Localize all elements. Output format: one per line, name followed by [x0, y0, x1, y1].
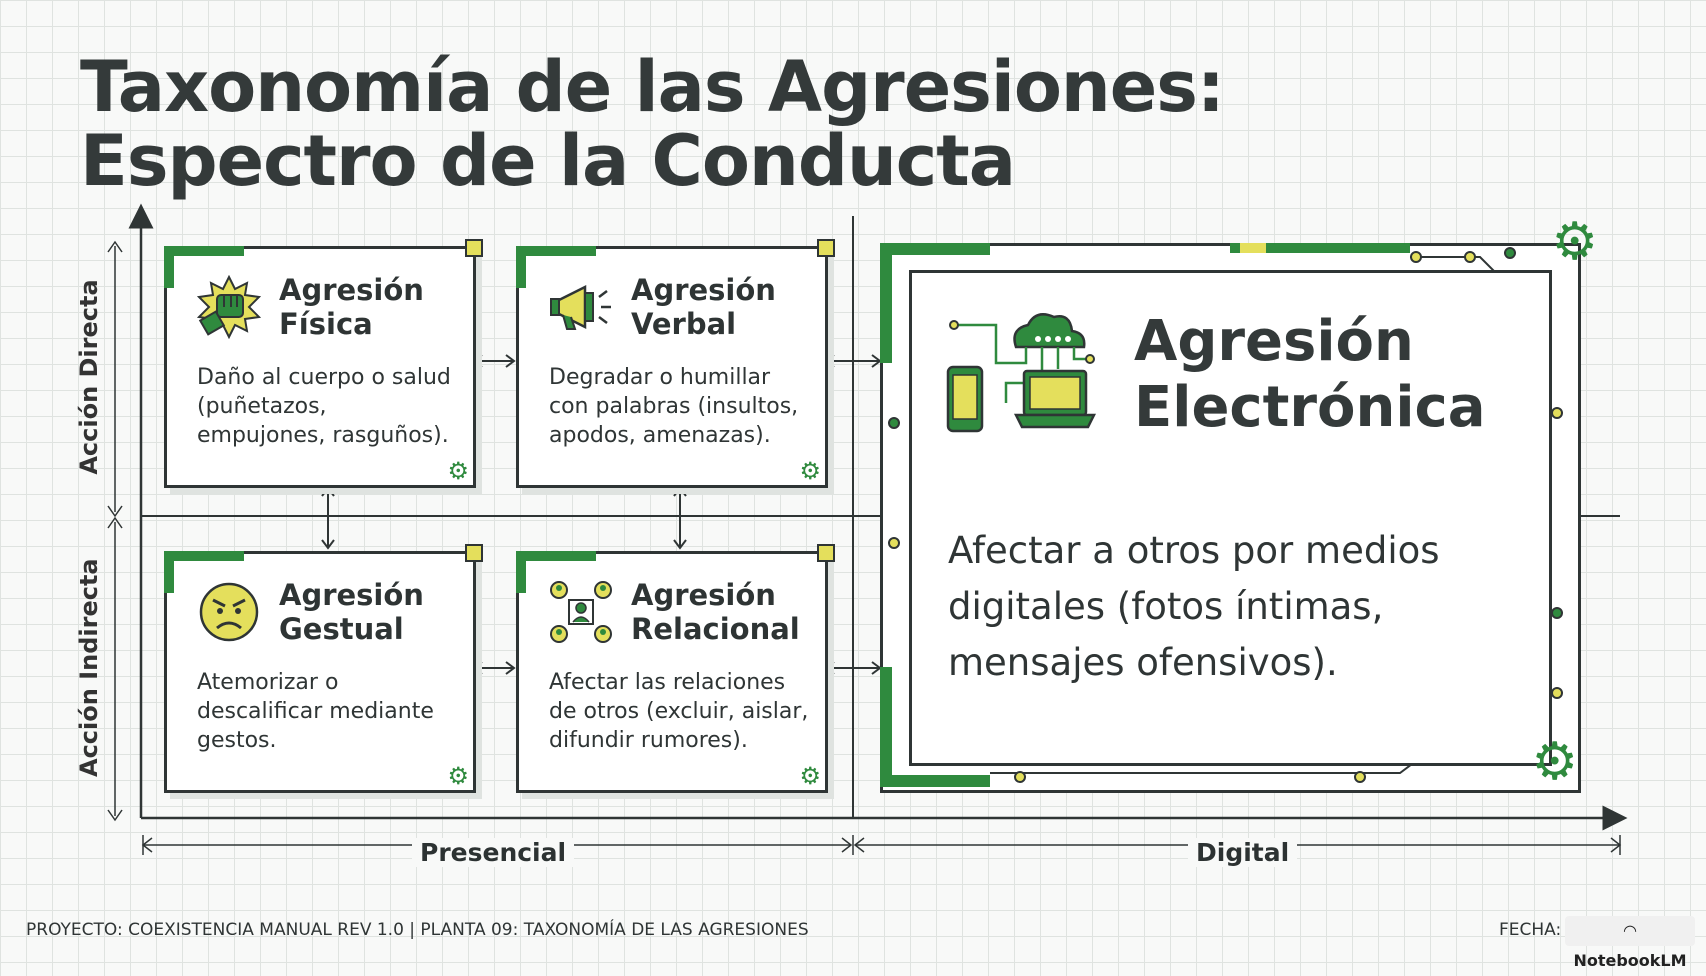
- footer-project-info: PROYECTO: COEXISTENCIA MANUAL REV 1.0 | …: [26, 920, 809, 940]
- card-title: Agresión Gestual: [279, 578, 424, 646]
- devices-cloud-icon: [946, 313, 1096, 433]
- gear-icon: ⚙: [799, 457, 821, 485]
- notebooklm-badge: ◠ NotebookLM: [1565, 916, 1695, 970]
- network-people-icon: [550, 581, 612, 643]
- badge-label: NotebookLM: [1573, 951, 1687, 970]
- card-description: Degradar o humillar con palabras (insult…: [549, 365, 799, 448]
- card-agresion-gestual: Agresión Gestual Atemorizar o descalific…: [164, 544, 483, 793]
- card-agresion-verbal: Agresión Verbal Degradar o humillar con …: [516, 239, 835, 488]
- card-title: Agresión Relacional: [631, 578, 800, 646]
- card-title: Agresión Verbal: [631, 273, 776, 341]
- axis-label-digital: Digital: [1188, 838, 1298, 867]
- gear-icon: ⚙: [447, 762, 469, 790]
- electronic-title: Agresión Electrónica: [1134, 309, 1486, 440]
- card-agresion-relacional: Agresión Relacional Afectar las relacion…: [516, 544, 835, 793]
- title-line-2: Espectro de la Conducta: [80, 120, 1016, 202]
- footer-date-label: FECHA:: [1499, 920, 1562, 940]
- axis-label-indirect: Acción Indirecta: [75, 558, 103, 777]
- gear-icon: ⚙: [799, 762, 821, 790]
- card-description: Daño al cuerpo o salud (puñetazos, empuj…: [197, 365, 451, 448]
- electronic-description: Afectar a otros por medios digitales (fo…: [948, 529, 1440, 684]
- card-title: Agresión Física: [279, 273, 424, 341]
- electronic-inner-panel: Agresión Electrónica Afectar a otros por…: [909, 270, 1552, 766]
- notebooklm-logo-icon: ◠: [1623, 921, 1637, 940]
- megaphone-icon: [550, 284, 611, 330]
- gear-icon: ⚙: [1551, 212, 1598, 272]
- title-line-1: Taxonomía de las Agresiones:: [80, 46, 1225, 128]
- angry-face-icon: [199, 582, 259, 642]
- page-title: Taxonomía de las Agresiones: Espectro de…: [80, 50, 1480, 198]
- axis-label-presencial: Presencial: [412, 838, 575, 867]
- card-agresion-electronica: Agresión Electrónica Afectar a otros por…: [880, 216, 1598, 793]
- fist-icon: [197, 275, 261, 339]
- axis-label-direct: Acción Directa: [75, 279, 103, 475]
- gear-icon: ⚙: [1531, 732, 1578, 792]
- card-description: Atemorizar o descalificar mediante gesto…: [197, 670, 434, 753]
- gear-icon: ⚙: [447, 457, 469, 485]
- card-description: Afectar las relaciones de otros (excluir…: [549, 670, 809, 753]
- card-agresion-fisica: Agresión Física Daño al cuerpo o salud (…: [164, 239, 483, 488]
